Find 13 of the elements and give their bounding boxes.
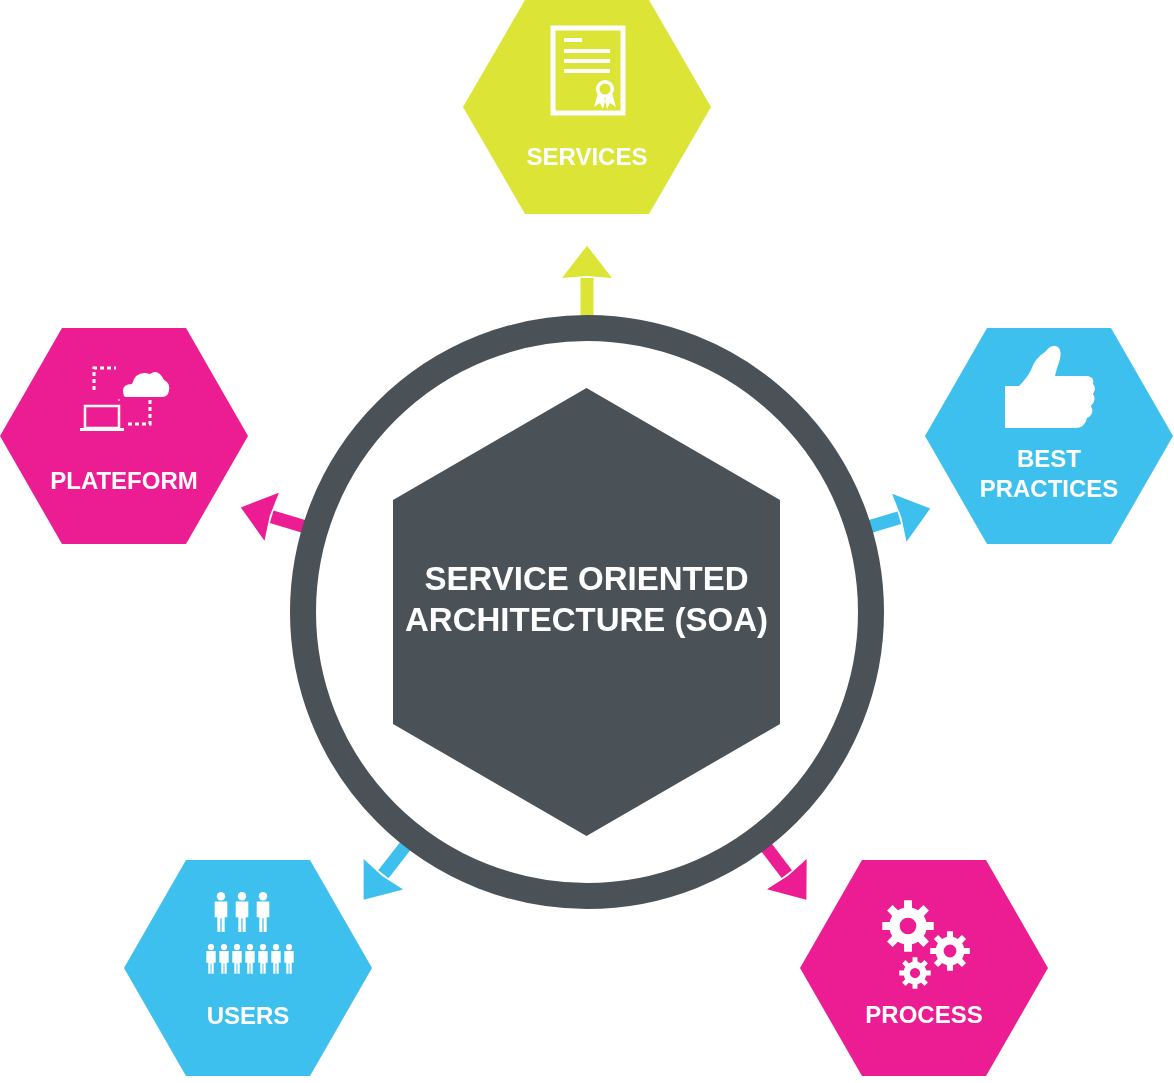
- hexagon-node: [0, 328, 248, 544]
- node-label: BEST PRACTICES: [978, 444, 1120, 504]
- hexagon-node: [393, 388, 780, 836]
- node-label: SERVICES: [525, 142, 649, 172]
- node-label: PLATEFORM: [49, 466, 199, 496]
- hexagon-node: [124, 860, 372, 1076]
- node-label: SERVICE ORIENTED ARCHITECTURE (SOA): [404, 559, 769, 641]
- node-label: USERS: [205, 1001, 291, 1031]
- node-label: PROCESS: [864, 1000, 984, 1030]
- hexagon-node: [463, 0, 711, 214]
- hexagon-node: [800, 860, 1048, 1076]
- ring-circle: [290, 315, 884, 909]
- hexagon-node: [925, 328, 1173, 544]
